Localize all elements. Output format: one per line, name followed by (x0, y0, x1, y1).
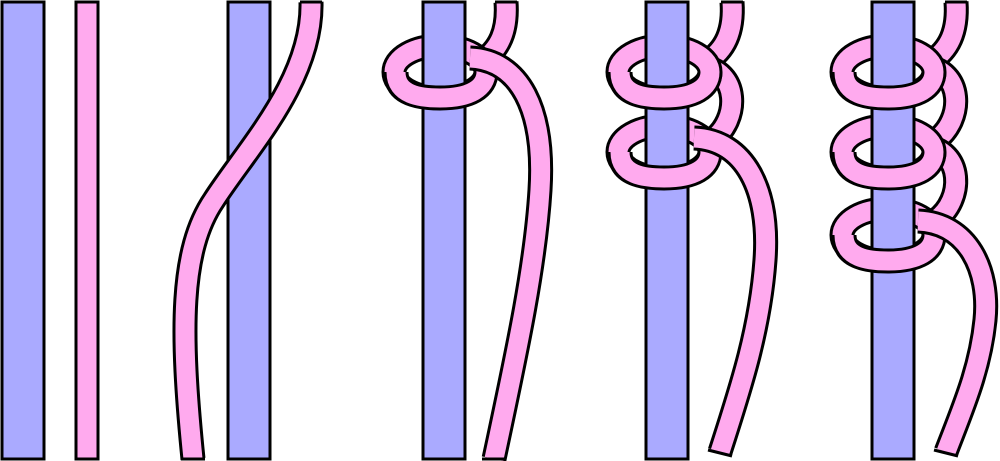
rod (0, 0, 46, 461)
panel-step-1 (0, 0, 100, 461)
loop-front-and-tail (383, 45, 554, 461)
rod (644, 0, 690, 461)
loop-front-3-and-tail (831, 208, 999, 458)
rod (870, 0, 916, 461)
cord (172, 0, 324, 461)
loop-front-1 (607, 70, 723, 111)
rod (421, 0, 467, 461)
loop-front-2 (831, 150, 947, 191)
cord (74, 0, 100, 461)
panel-step-3 (381, 0, 554, 461)
panel-step-4 (605, 0, 779, 461)
rod (226, 0, 272, 461)
loop-front-1 (831, 70, 947, 111)
panel-step-2 (172, 0, 324, 461)
panel-step-5 (829, 0, 999, 461)
loop-front-2-and-tail (607, 125, 779, 458)
